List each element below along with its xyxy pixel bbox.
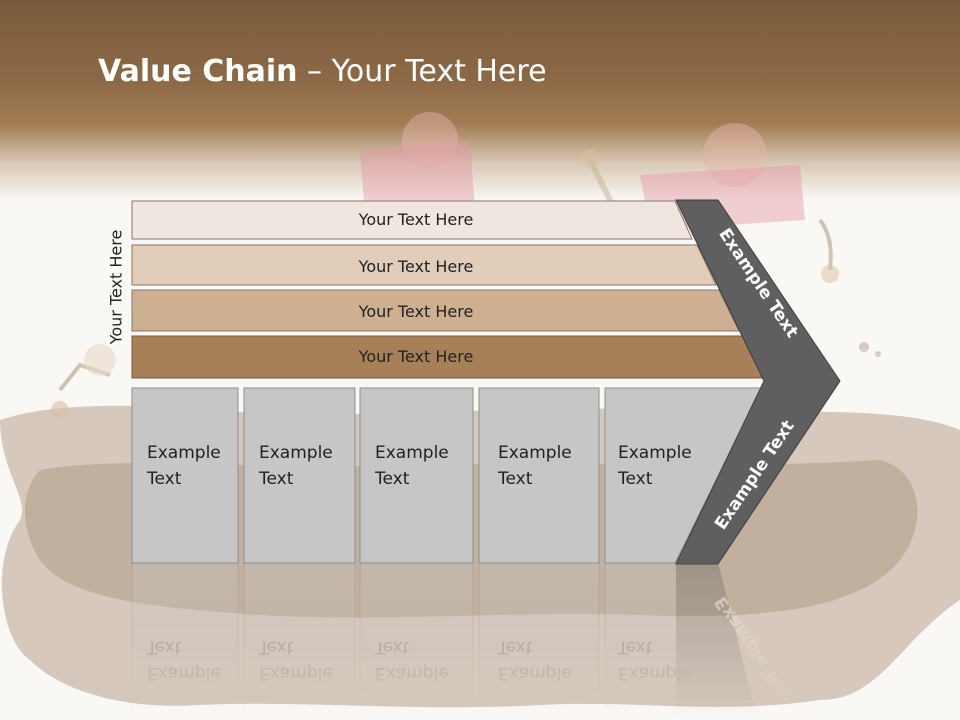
box-2-line1: Example [259,443,333,463]
reflection-box-5-line1: Example [618,663,692,683]
box-3-line2: Text [374,469,410,489]
row-2-label: Your Text Here [358,257,474,276]
box-2: Example Text [243,387,356,564]
row-2: Your Text Here [131,244,717,286]
row-1-label: Your Text Here [358,210,474,229]
row-4: Your Text Here [131,335,764,379]
reflection-box-4-line2: Text [497,637,533,657]
box-4-line1: Example [498,443,572,463]
reflection-box-1-line1: Example [147,663,221,683]
row-1: Your Text Here [131,200,693,240]
box-4: Example Text [478,387,600,564]
row-4-label: Your Text Here [358,347,474,366]
reflection-box-2-line2: Text [258,637,294,657]
title-rest: – Your Text Here [297,54,547,89]
reflection-box-3-line1: Example [375,663,449,683]
reflection-box-5-line2: Text [617,637,653,657]
reflection-box-1-line2: Text [146,637,182,657]
reflection-box-2-line1: Example [259,663,333,683]
box-1-line2: Text [146,469,182,489]
row-3: Your Text Here [131,289,740,332]
box-1: Example Text [131,387,239,564]
row-3-label: Your Text Here [358,302,474,321]
box-4-line2: Text [497,469,533,489]
reflection-box-4-line1: Example [498,663,572,683]
box-5: Example Text [604,387,763,564]
page-title: Value Chain – Your Text Here [98,54,547,89]
title-banner [0,0,960,200]
box-1-line1: Example [147,443,221,463]
title-bold: Value Chain [98,54,298,89]
box-5-line1: Example [618,443,692,463]
box-5-line2: Text [617,469,653,489]
reflection-box-3-line2: Text [374,637,410,657]
box-2-line2: Text [258,469,294,489]
box-3-line1: Example [375,443,449,463]
box-3: Example Text [359,387,474,564]
